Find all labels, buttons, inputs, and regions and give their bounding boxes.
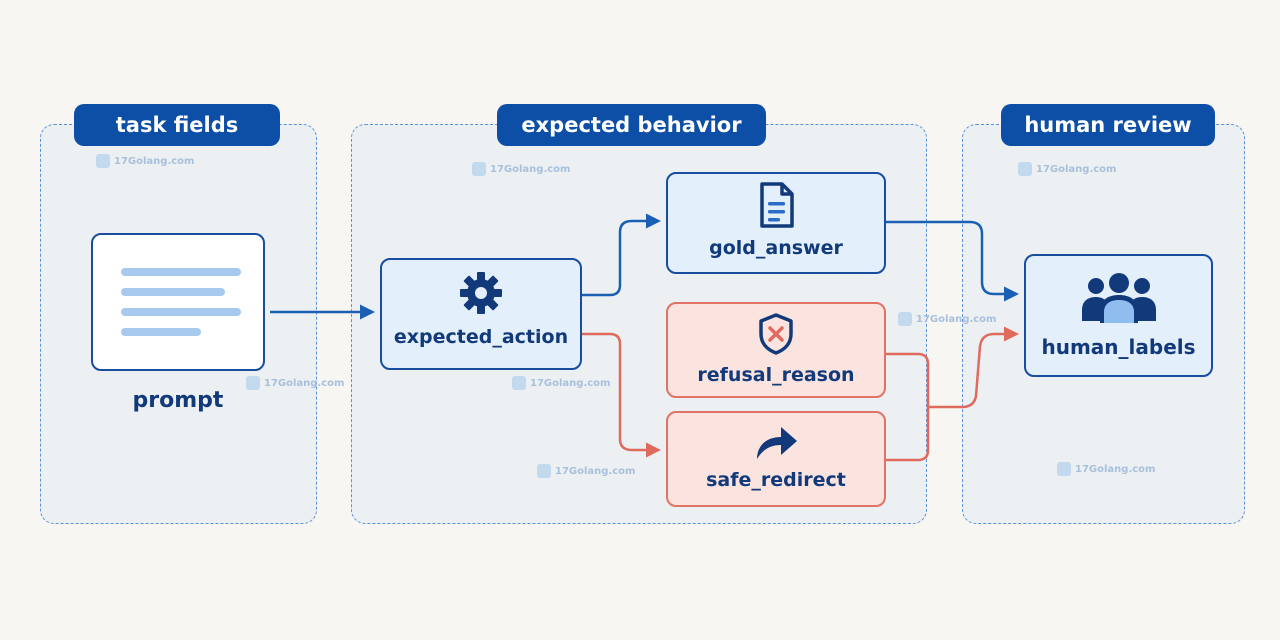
arrow-expected-action-to-safe-redirect bbox=[582, 332, 661, 458]
watermark: 17Golang.com bbox=[1057, 462, 1155, 476]
arrow-merge-to-human-labels bbox=[928, 326, 1019, 409]
text-lines-icon bbox=[121, 268, 241, 336]
gear-icon bbox=[460, 272, 502, 314]
node-safe-redirect-label: safe_redirect bbox=[706, 469, 846, 491]
watermark: 17Golang.com bbox=[472, 162, 570, 176]
watermark: 17Golang.com bbox=[96, 154, 194, 168]
watermark: 17Golang.com bbox=[246, 376, 344, 390]
redirect-arrow-icon bbox=[757, 427, 797, 459]
watermark: 17Golang.com bbox=[537, 464, 635, 478]
node-refusal-reason-label: refusal_reason bbox=[697, 364, 855, 386]
node-prompt-label: prompt bbox=[132, 388, 224, 413]
people-group-icon bbox=[1081, 273, 1156, 323]
node-gold-answer: gold_answer bbox=[666, 172, 886, 274]
arrow-refusal-reason-to-human-labels bbox=[886, 352, 930, 462]
watermark: 17Golang.com bbox=[512, 376, 610, 390]
node-prompt bbox=[91, 233, 265, 371]
node-safe-redirect: safe_redirect bbox=[666, 411, 886, 507]
node-expected-action-label: expected_action bbox=[393, 326, 569, 348]
node-refusal-reason: refusal_reason bbox=[666, 302, 886, 398]
section-title-task-fields: task fields bbox=[74, 104, 280, 146]
shield-x-icon bbox=[759, 313, 793, 355]
watermark: 17Golang.com bbox=[1018, 162, 1116, 176]
arrow-gold-answer-to-human-labels bbox=[886, 220, 1019, 302]
node-human-labels: human_labels bbox=[1024, 254, 1213, 377]
watermark: 17Golang.com bbox=[898, 312, 996, 326]
node-gold-answer-label: gold_answer bbox=[709, 237, 843, 259]
section-title-expected-behavior: expected behavior bbox=[497, 104, 766, 146]
document-icon bbox=[760, 182, 794, 228]
section-title-human-review: human review bbox=[1001, 104, 1215, 146]
node-expected-action: expected_action bbox=[380, 258, 582, 370]
node-human-labels-label: human_labels bbox=[1041, 335, 1196, 359]
arrow-expected-action-to-gold-answer bbox=[582, 213, 661, 297]
